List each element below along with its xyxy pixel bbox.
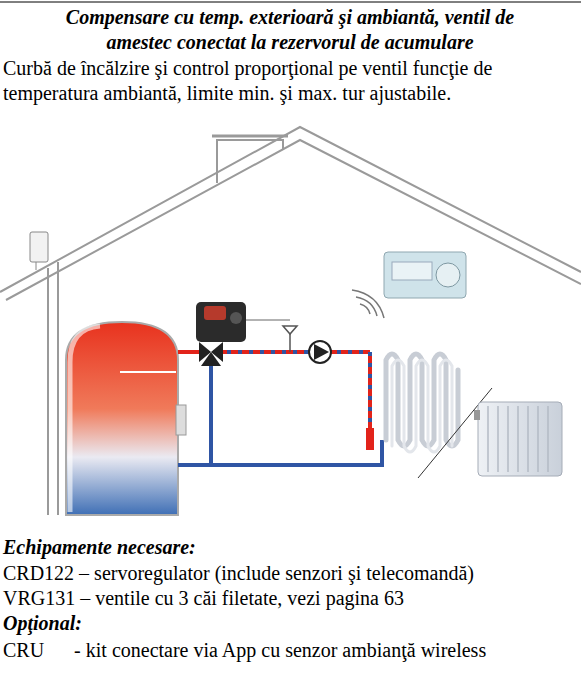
- section-heading: Echipamente necesare:: [3, 535, 579, 560]
- equipment-item: CRD122 – servoregulator (include senzori…: [3, 561, 579, 586]
- description-text: Curbă de încălzire şi control proporţion…: [3, 56, 579, 106]
- optional-item: CRU - kit conectare via App cu senzor am…: [3, 638, 579, 663]
- pipes: [178, 352, 382, 465]
- underfloor-coil: [386, 354, 458, 452]
- room-thermostat: [384, 252, 466, 298]
- mixing-valve: [196, 302, 246, 366]
- wireless-waves: [352, 290, 384, 318]
- control-wire: [246, 320, 290, 321]
- circulation-pump: [309, 341, 331, 363]
- equipment-item: VRG131 – ventile cu 3 căi filetate, vezi…: [3, 586, 579, 611]
- house-outline: [0, 127, 581, 515]
- storage-tank: [66, 322, 186, 515]
- top-rule: [0, 2, 581, 3]
- outdoor-sensor: [30, 232, 48, 270]
- section-heading: Opţional:: [3, 611, 579, 636]
- title-heading: Compensare cu temp. exterioară şi ambian…: [40, 5, 540, 55]
- radiator: [474, 402, 562, 476]
- safety-valve: [283, 326, 297, 352]
